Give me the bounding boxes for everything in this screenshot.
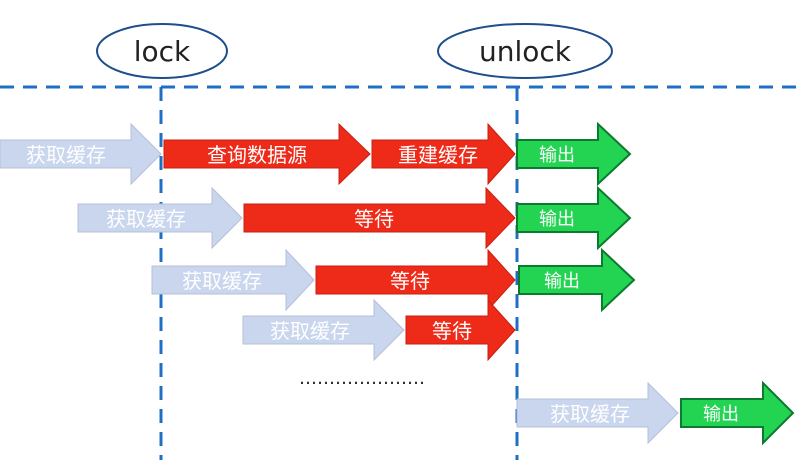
acquire-label: 获取缓存 [270,319,350,343]
wait-arrow [243,186,516,250]
acquire-label: 获取缓存 [182,269,262,293]
rebuild-label: 重建缓存 [398,143,478,167]
row-3: 获取缓存 等待 输出 [151,247,636,313]
ellipsis: ………………… [299,368,425,389]
output-arrow [516,121,632,187]
output-arrow [518,247,636,313]
row-4: 获取缓存 等待 [242,298,516,362]
wait-label: 等待 [390,269,430,293]
acquire-arrow [516,381,679,445]
unlock-label: unlock [479,35,572,68]
row-1: 获取缓存 查询数据源 重建缓存 输出 [0,121,632,187]
query-label: 查询数据源 [207,143,307,167]
output-arrow [516,185,632,251]
acquire-label: 获取缓存 [26,143,106,167]
query-arrow [163,122,371,186]
wait-arrow [405,298,516,362]
acquire-label: 获取缓存 [550,402,630,426]
output-label: 输出 [703,404,739,425]
acquire-arrow [0,122,162,186]
acquire-arrow [151,248,315,312]
output-arrow [680,380,795,446]
wait-label: 等待 [354,207,394,231]
lock-ellipse [96,23,228,79]
wait-arrow [315,248,516,312]
wait-label: 等待 [432,319,472,343]
row-5: 获取缓存 输出 [516,380,795,446]
lock-marker: lock [96,23,228,79]
acquire-arrow [242,298,405,362]
unlock-ellipse [437,23,613,79]
unlock-marker: unlock [437,23,613,79]
output-label: 输出 [544,271,580,292]
rebuild-arrow [371,122,516,186]
lock-label: lock [134,35,191,68]
acquire-label: 获取缓存 [106,207,186,231]
row-2: 获取缓存 等待 输出 [77,185,632,251]
acquire-arrow [77,186,243,250]
output-label: 输出 [539,145,575,166]
output-label: 输出 [539,209,575,230]
